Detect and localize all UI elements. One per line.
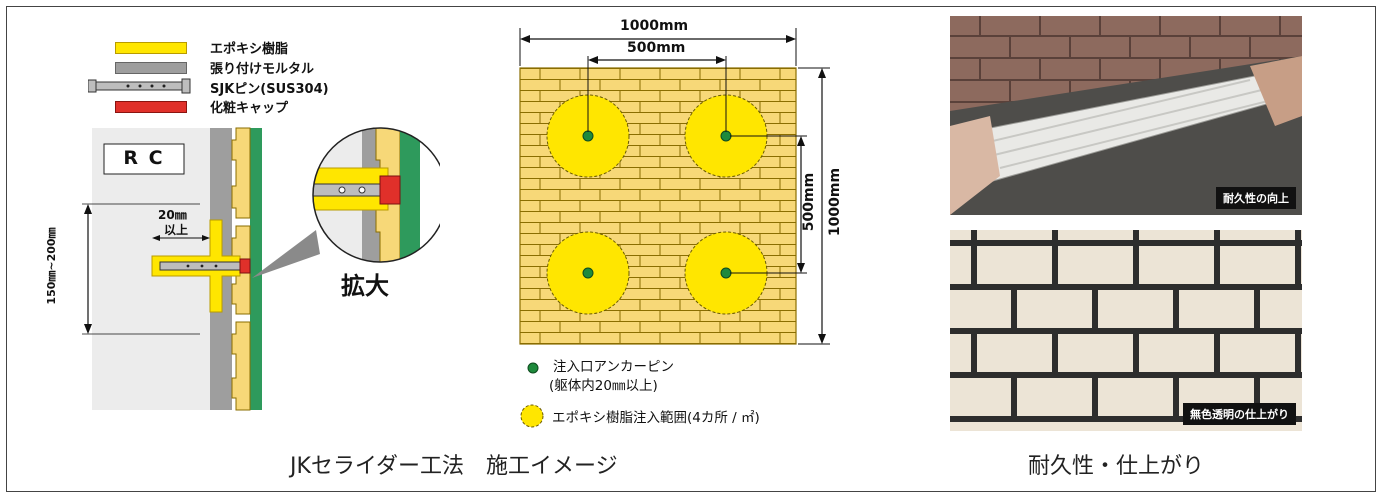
finish-layer: [250, 128, 262, 410]
figure-frame: [6, 6, 1376, 492]
spacing-label: 150㎜~200㎜: [45, 227, 58, 305]
left-caption: JKセライダー工法 施工イメージ: [290, 454, 618, 479]
legend-cap-swatch: [115, 101, 187, 113]
decorative-cap: [239, 258, 251, 274]
pin-legend-line1: 注入口アンカーピン: [553, 359, 674, 375]
legend-epoxy-swatch: [115, 42, 187, 54]
width-total-label: 1000mm: [620, 18, 689, 34]
pin-dot-icon: [527, 362, 539, 374]
legend-epoxy-label: エポキシ樹脂: [210, 42, 289, 57]
pin-icon: [88, 78, 191, 94]
epoxy-legend-label: エポキシ樹脂注入範囲(4カ所 / ㎡): [552, 410, 760, 426]
zoom-label: 拡大: [341, 272, 389, 300]
zoom-circle: [312, 127, 440, 263]
legend-mortar-label: 張り付けモルタル: [210, 62, 315, 77]
epoxy-zone-icon: [520, 404, 544, 428]
height-total-label: 1000mm: [827, 167, 843, 237]
anchor-pin-dot: [582, 130, 594, 142]
height-spacing-label: 500mm: [801, 172, 817, 232]
width-spacing-label: 500mm: [627, 40, 686, 56]
section-diagram: [82, 127, 440, 411]
depth-suffix: 以上: [164, 223, 189, 237]
durability-badge: 耐久性の向上: [1216, 187, 1296, 209]
tile-profile: [231, 321, 251, 411]
tile-profile: [231, 127, 251, 219]
rc-label: R C: [123, 147, 165, 169]
legend-mortar-swatch: [115, 62, 187, 74]
finish-photo: 無色透明の仕上がり: [950, 230, 1302, 431]
legend-cap-label: 化粧キャップ: [210, 101, 289, 116]
anchor-pin-dot: [720, 267, 732, 279]
anchor-pin-dot: [720, 130, 732, 142]
plan-diagram: [519, 28, 830, 345]
legend-pin-label: SJKピン(SUS304): [210, 82, 329, 97]
depth-value: 20㎜: [158, 208, 187, 222]
anchor-pin-dot: [582, 267, 594, 279]
durability-photo: 耐久性の向上: [950, 16, 1302, 215]
finish-badge: 無色透明の仕上がり: [1183, 403, 1296, 425]
right-caption: 耐久性・仕上がり: [1028, 454, 1205, 479]
pin-legend-line2: (躯体内20㎜以上): [549, 378, 658, 394]
